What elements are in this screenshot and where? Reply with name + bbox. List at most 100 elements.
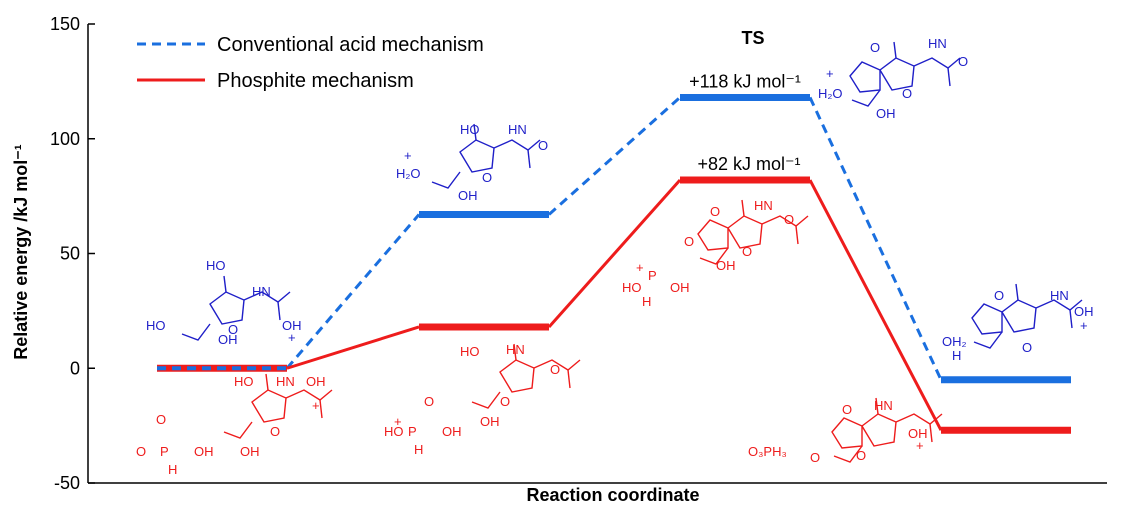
molecule-label: HO — [384, 424, 404, 439]
molecule-blue-ts: O + H₂O OH O HN O — [818, 36, 968, 121]
molecule-label: + — [394, 414, 402, 429]
ts-label: TS — [741, 28, 764, 48]
molecule-label: + — [826, 66, 834, 81]
molecule-label: O — [958, 54, 968, 69]
molecule-label: HN — [252, 284, 271, 299]
molecule-label: HO — [206, 258, 226, 273]
connector-line — [285, 213, 421, 370]
molecule-label: O — [810, 450, 820, 465]
connector-line — [286, 325, 420, 370]
molecule-label: OH — [1074, 304, 1094, 319]
molecule-label: OH — [282, 318, 302, 333]
y-axis-title: Relative energy /kJ mol⁻¹ — [11, 144, 31, 360]
molecule-label: HN — [506, 342, 525, 357]
y-tick-label: -50 — [54, 473, 80, 493]
molecule-label: P — [648, 268, 657, 283]
molecule-label: O — [1022, 340, 1032, 355]
molecule-label: + — [404, 148, 412, 163]
molecule-label: P — [408, 424, 417, 439]
molecule-label: O — [538, 138, 548, 153]
molecule-label: H — [414, 442, 423, 457]
molecule-label: O — [870, 40, 880, 55]
molecule-label: HN — [276, 374, 295, 389]
legend-label: Conventional acid mechanism — [217, 34, 484, 56]
connector-line — [548, 96, 681, 216]
molecule-label: OH — [480, 414, 500, 429]
molecule-label: O — [994, 288, 1004, 303]
molecule-label: O — [136, 444, 146, 459]
molecule-label: HO — [460, 344, 480, 359]
y-tick-label: 0 — [70, 358, 80, 378]
molecule-label: HO — [234, 374, 254, 389]
molecule-label: HO — [460, 122, 480, 137]
molecule-label: + — [636, 260, 644, 275]
molecule-label: OH — [876, 106, 896, 121]
series-phosphite — [157, 176, 1071, 434]
molecule-label: O — [710, 204, 720, 219]
y-tick-label: 50 — [60, 244, 80, 264]
molecule-blue-intermediate: HO + H₂O OH O HN O — [396, 122, 548, 203]
molecule-label: O — [784, 212, 794, 227]
molecule-label: O — [424, 394, 434, 409]
molecule-label: P — [160, 444, 169, 459]
molecule-label: OH — [442, 424, 462, 439]
molecule-label: O — [270, 424, 280, 439]
molecule-label: HN — [874, 398, 893, 413]
molecule-label: O — [902, 86, 912, 101]
molecule-label: O₃PH₃ — [748, 444, 787, 459]
molecule-label: O — [684, 234, 694, 249]
energy-label-conventional: +118 kJ mol⁻¹ — [689, 71, 801, 91]
molecule-label: H — [952, 348, 961, 363]
legend-label: Phosphite mechanism — [217, 70, 414, 92]
series-conventional — [285, 93, 1071, 384]
molecule-label: H — [168, 462, 177, 477]
y-tick-label: 150 — [50, 14, 80, 34]
molecule-label: O — [156, 412, 166, 427]
molecule-label: H₂O — [818, 86, 843, 101]
molecule-red-ts: O HN O O P HO OH H OH O + — [622, 198, 809, 309]
molecule-label: OH₂ — [942, 334, 967, 349]
molecule-label: OH — [306, 374, 326, 389]
y-tick-label: 100 — [50, 129, 80, 149]
connector-line — [808, 179, 943, 431]
molecule-label: O — [482, 170, 492, 185]
molecule-label: OH — [716, 258, 736, 273]
molecule-label: O — [550, 362, 560, 377]
axes: -50 0 50 100 150 — [50, 14, 1107, 493]
molecule-label: O — [500, 394, 510, 409]
molecule-label: O — [228, 322, 238, 337]
molecule-label: H — [642, 294, 651, 309]
molecule-label: H₂O — [396, 166, 421, 181]
molecule-label: + — [288, 330, 296, 345]
molecule-label: OH — [240, 444, 260, 459]
molecule-label: + — [312, 398, 320, 413]
molecule-label: HN — [754, 198, 773, 213]
molecule-label: + — [1080, 318, 1088, 333]
molecule-label: OH — [908, 426, 928, 441]
molecule-label: HO — [622, 280, 642, 295]
molecule-label: HN — [1050, 288, 1069, 303]
molecule-label: + — [916, 438, 924, 453]
molecule-label: OH — [194, 444, 214, 459]
molecule-red-product: O HN O O₃PH₃ O OH+ — [748, 397, 943, 465]
molecule-label: O — [742, 244, 752, 259]
molecule-label: HN — [928, 36, 947, 51]
molecule-label: OH — [670, 280, 690, 295]
molecule-label: O — [856, 448, 866, 463]
molecule-label: HO — [146, 318, 166, 333]
connector-line — [808, 96, 943, 381]
connector-line — [547, 179, 682, 328]
molecule-structures: HOHOOHOHNOH+HO+H₂OOHOHNOO+H₂OOHOHNOOOH₂H… — [136, 36, 1094, 477]
molecule-label: HN — [508, 122, 527, 137]
molecule-label: O — [842, 402, 852, 417]
molecule-label: OH — [458, 188, 478, 203]
molecule-label: OH — [218, 332, 238, 347]
annotations: TS +118 kJ mol⁻¹ +82 kJ mol⁻¹ — [689, 28, 801, 174]
energy-label-phosphite: +82 kJ mol⁻¹ — [697, 154, 800, 174]
